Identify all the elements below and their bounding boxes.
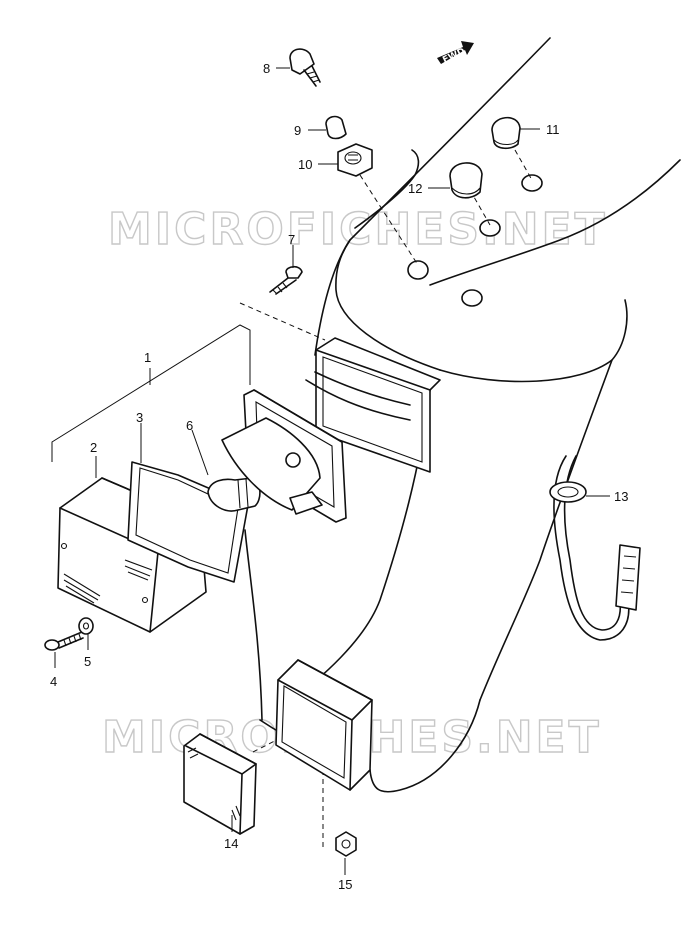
bolt bbox=[289, 48, 321, 87]
watermark-top: MICROFICHES.NET bbox=[108, 204, 608, 255]
callout-labels: 1 2 3 4 5 6 7 8 9 10 11 12 13 14 15 bbox=[50, 61, 628, 892]
callout-12: 12 bbox=[408, 181, 422, 196]
callout-7: 7 bbox=[288, 232, 295, 247]
washer bbox=[78, 617, 94, 635]
screw-upper bbox=[269, 265, 303, 295]
lamp-housing bbox=[221, 371, 411, 523]
grommet-nut bbox=[337, 143, 373, 177]
callout-2: 2 bbox=[90, 440, 97, 455]
reflector-mount bbox=[275, 659, 373, 791]
callout-1: 1 bbox=[144, 350, 151, 365]
callout-13: 13 bbox=[614, 489, 628, 504]
callout-9: 9 bbox=[294, 123, 301, 138]
callout-leaders bbox=[54, 67, 610, 875]
callout-4: 4 bbox=[50, 674, 57, 689]
nut bbox=[335, 831, 357, 857]
bulb bbox=[207, 477, 261, 512]
cushion-large bbox=[449, 162, 483, 199]
wiring-harness bbox=[549, 455, 641, 641]
callout-10: 10 bbox=[298, 157, 312, 172]
callout-11: 11 bbox=[546, 122, 560, 137]
assembly-bracket bbox=[51, 324, 251, 462]
callout-15: 15 bbox=[338, 877, 352, 892]
callout-6: 6 bbox=[186, 418, 193, 433]
fwd-label: FWD bbox=[441, 47, 467, 66]
callout-8: 8 bbox=[263, 61, 270, 76]
callout-5: 5 bbox=[84, 654, 91, 669]
callout-3: 3 bbox=[136, 410, 143, 425]
screw bbox=[44, 631, 84, 651]
fwd-arrow-icon: FWD bbox=[437, 41, 474, 66]
lens-gasket bbox=[127, 461, 249, 583]
callout-14: 14 bbox=[224, 836, 238, 851]
reflector bbox=[183, 733, 257, 835]
cap bbox=[325, 115, 347, 140]
cushion-small bbox=[491, 116, 521, 150]
